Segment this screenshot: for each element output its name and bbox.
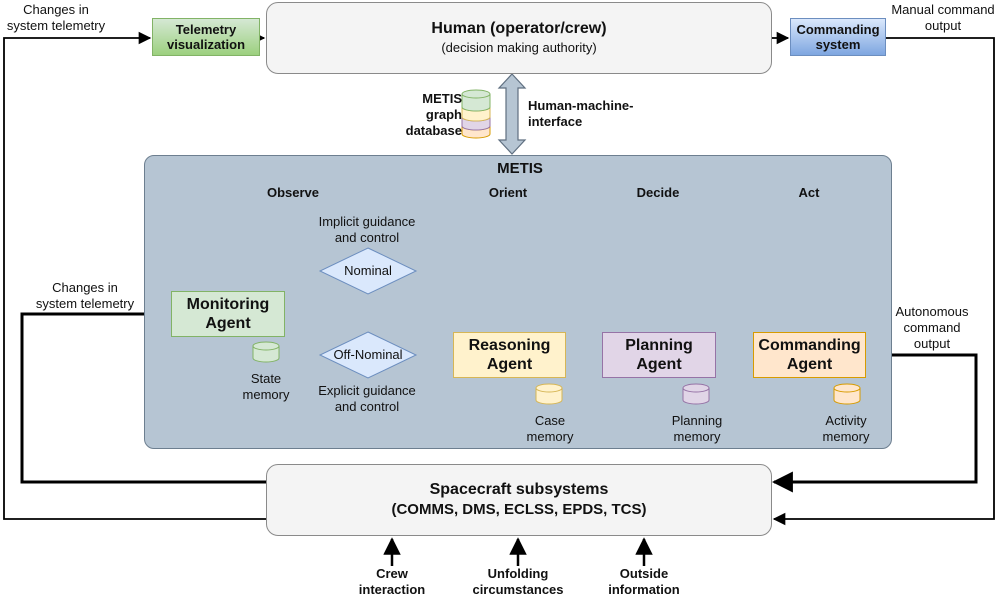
explicit-guidance-line1: Explicit guidance: [318, 383, 416, 398]
planning-memory-label: Planning memory: [652, 413, 742, 445]
outside-information-line2: information: [608, 582, 680, 597]
database-label: METIS graph database: [400, 91, 462, 139]
database-label-line3: database: [405, 123, 462, 138]
state-memory-line1: State: [250, 371, 282, 386]
activity-memory-line2: memory: [822, 429, 870, 444]
top-right-label-line2: output: [924, 18, 962, 33]
hmi-label-line1: Human-machine-: [528, 98, 634, 113]
commanding-agent-line1: Commanding: [758, 337, 861, 354]
planning-memory-line1: Planning: [671, 413, 723, 428]
commanding-agent-box: Commanding Agent: [753, 332, 866, 378]
database-label-line2: graph: [425, 107, 462, 122]
monitoring-agent-line1: Monitoring: [186, 296, 270, 313]
case-memory-line2: memory: [526, 429, 574, 444]
phase-decide: Decide: [636, 185, 680, 200]
mid-left-label: Changes in system telemetry: [26, 280, 144, 312]
top-right-label-line1: Manual command: [891, 2, 995, 17]
mid-right-label-line1: Autonomous: [895, 304, 969, 319]
unfolding-circumstances-line1: Unfolding: [487, 566, 549, 581]
inner-telemetry-loop: [20, 303, 266, 484]
reasoning-agent-box: Reasoning Agent: [453, 332, 566, 378]
crew-interaction-line2: interaction: [358, 582, 426, 597]
outer-telemetry-loop: [3, 31, 266, 520]
commanding-system-box: Commanding system: [790, 18, 886, 56]
offnominal-label: Off-Nominal: [333, 347, 403, 362]
state-memory-label: State memory: [226, 371, 306, 403]
telemetry-visualization-label: Telemetry visualization: [166, 22, 246, 52]
autonomous-command-loop: [771, 353, 978, 493]
monitoring-agent-box: Monitoring Agent: [171, 291, 285, 337]
mid-left-label-line1: Changes in: [52, 280, 118, 295]
top-left-label: Changes in system telemetry: [0, 2, 112, 34]
human-subtitle: (decision making authority): [441, 40, 597, 55]
manual-command-loop: [772, 37, 995, 526]
metis-title: METIS: [497, 160, 543, 177]
human-title: Human (operator/crew): [431, 20, 607, 37]
implicit-guidance-line2: and control: [334, 230, 400, 245]
hmi-label-line2: interface: [528, 114, 583, 129]
unfolding-circumstances-label: Unfolding circumstances: [458, 566, 578, 598]
top-left-label-line2: system telemetry: [6, 18, 106, 33]
mid-left-label-line2: system telemetry: [35, 296, 135, 311]
unfolding-circumstances-line2: circumstances: [472, 582, 564, 597]
top-right-label: Manual command output: [886, 2, 1000, 34]
spacecraft-title: Spacecraft subsystems: [429, 481, 609, 498]
nominal-label: Nominal: [344, 263, 392, 278]
phase-orient: Orient: [488, 185, 528, 200]
implicit-guidance-label: Implicit guidance and control: [300, 214, 434, 246]
explicit-guidance-line2: and control: [334, 399, 400, 414]
hmi-label: Human-machine- interface: [528, 98, 648, 130]
top-left-label-line1: Changes in: [23, 2, 89, 17]
implicit-guidance-line1: Implicit guidance: [318, 214, 416, 229]
case-memory-line1: Case: [534, 413, 566, 428]
mid-right-label-line3: output: [913, 336, 951, 351]
activity-memory-line1: Activity: [825, 413, 867, 428]
planning-agent-box: Planning Agent: [602, 332, 716, 378]
reasoning-agent-line1: Reasoning: [468, 337, 551, 354]
monitoring-agent-line2: Agent: [205, 315, 251, 332]
mid-right-label-line2: command: [903, 320, 961, 335]
mid-right-label: Autonomous command output: [892, 304, 972, 352]
telemetry-visualization-box: Telemetry visualization: [152, 18, 260, 56]
state-memory-line2: memory: [242, 387, 290, 402]
crew-interaction-label: Crew interaction: [342, 566, 442, 598]
outside-information-line1: Outside: [619, 566, 669, 581]
human-box: Human (operator/crew) (decision making a…: [266, 2, 772, 74]
planning-agent-line2: Agent: [636, 356, 682, 373]
case-memory-label: Case memory: [510, 413, 590, 445]
phase-act: Act: [798, 185, 820, 200]
activity-memory-label: Activity memory: [806, 413, 886, 445]
spacecraft-box: Spacecraft subsystems (COMMS, DMS, ECLSS…: [266, 464, 772, 536]
hmi-double-arrow: [497, 73, 527, 155]
planning-agent-line1: Planning: [625, 337, 693, 354]
outside-information-label: Outside information: [589, 566, 699, 598]
reasoning-agent-line2: Agent: [486, 356, 533, 373]
crew-interaction-line1: Crew: [376, 566, 408, 581]
explicit-guidance-label: Explicit guidance and control: [300, 383, 434, 415]
phase-observe: Observe: [266, 185, 320, 200]
commanding-agent-line2: Agent: [786, 356, 833, 373]
commanding-system-label: Commanding system: [796, 22, 880, 52]
spacecraft-subtitle: (COMMS, DMS, ECLSS, EPDS, TCS): [391, 501, 647, 518]
planning-memory-line2: memory: [673, 429, 721, 444]
database-label-line1: METIS: [422, 91, 462, 106]
